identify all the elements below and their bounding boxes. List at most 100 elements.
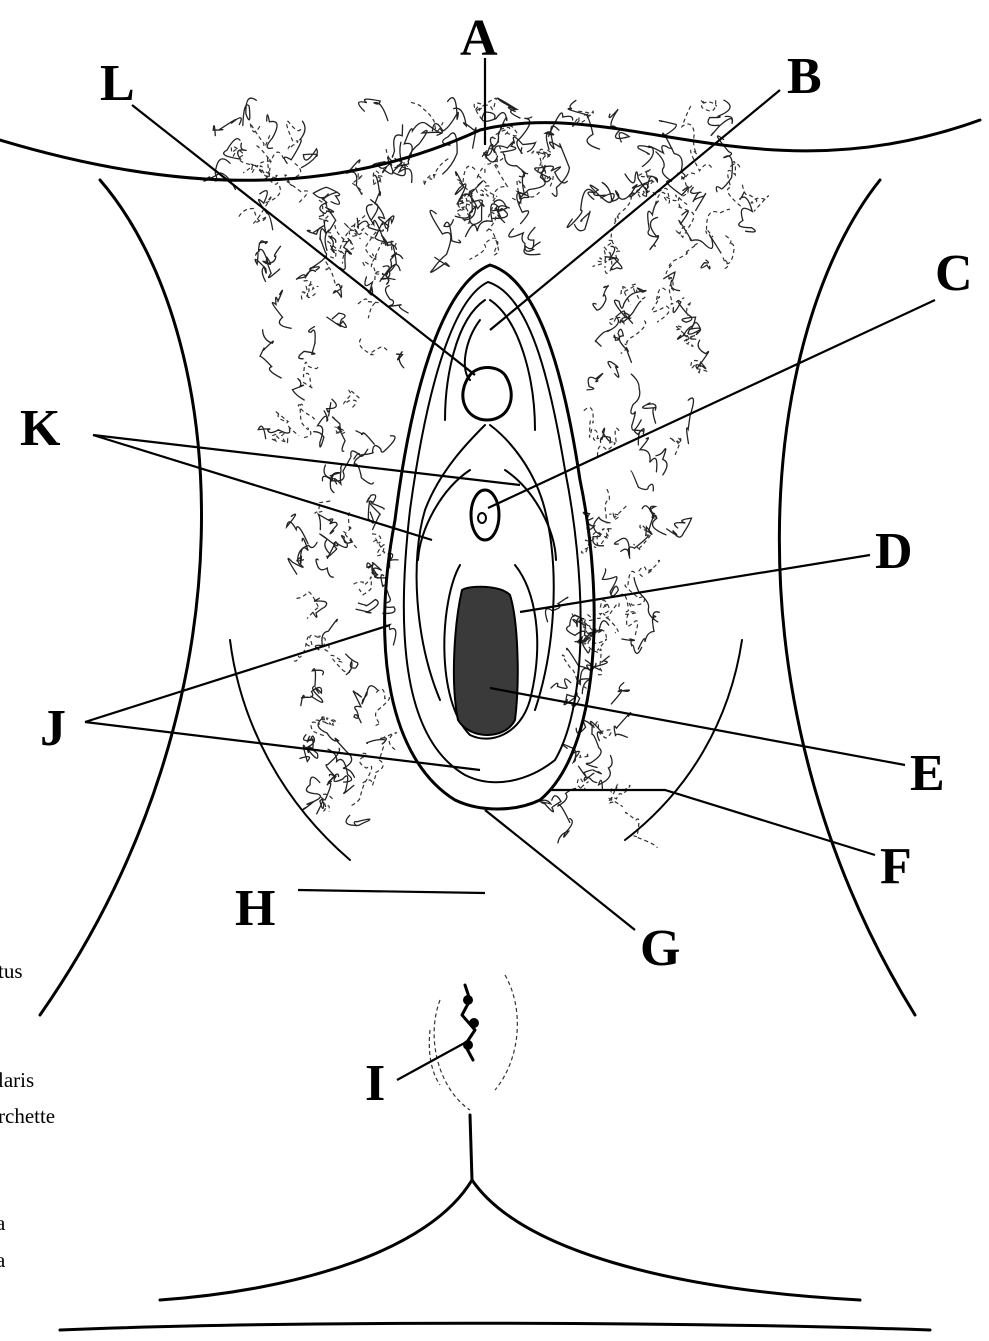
hair-strand: [667, 518, 692, 537]
hair-strand: [311, 718, 336, 736]
hair-strand: [383, 733, 397, 751]
leader-J-upper: [85, 625, 390, 722]
hair-strand: [397, 351, 404, 367]
leader-L: [132, 105, 475, 375]
hair-strand: [311, 669, 323, 703]
hair-strand: [670, 438, 682, 457]
hair-strand: [317, 774, 339, 814]
label-G: G: [640, 920, 680, 977]
hair-strand: [477, 168, 497, 197]
margin-fragment: tus: [0, 959, 23, 983]
hair-strand: [498, 98, 520, 118]
hair-strand: [679, 211, 721, 253]
hair-strand: [577, 778, 588, 790]
hair-strand: [625, 571, 645, 607]
hair-strand: [650, 217, 659, 250]
hair-strand: [648, 146, 672, 154]
hair-strand: [297, 543, 317, 565]
hair-strand: [381, 575, 395, 614]
hair-strand: [490, 138, 515, 153]
hair-strand: [678, 173, 695, 188]
hair-strand: [652, 288, 669, 322]
hair-strand: [239, 196, 272, 224]
label-H: H: [235, 880, 275, 937]
hair-strand: [701, 100, 717, 111]
hair-strand: [666, 244, 697, 286]
hair-strand: [303, 777, 320, 810]
hair-strand: [325, 208, 336, 250]
anus: [429, 975, 517, 1110]
hair-strand: [346, 815, 370, 825]
hair-strand: [667, 278, 684, 305]
hair-strand: [328, 215, 365, 254]
hair-strand: [608, 785, 630, 803]
hair-strand: [444, 220, 461, 243]
hair-strand: [255, 252, 266, 281]
hair-strand: [739, 192, 756, 232]
hair-strand: [304, 281, 319, 290]
hair-strand: [292, 379, 304, 400]
hair-strand: [550, 126, 570, 196]
hair-strand: [628, 515, 656, 558]
hair-strand: [545, 597, 567, 622]
leader-lines: [85, 58, 935, 1080]
hair-strand: [372, 534, 385, 556]
hair-strand: [385, 621, 395, 645]
hair-strand: [260, 330, 281, 378]
hair-strand: [318, 514, 337, 533]
hair-strand: [313, 598, 327, 617]
hair-strand: [517, 165, 545, 204]
hair-strand: [629, 188, 669, 203]
hair-strand: [575, 211, 591, 231]
hair-strand: [470, 212, 499, 259]
hair-strand: [593, 517, 610, 546]
hair-strand: [545, 113, 573, 149]
hair-strand: [631, 471, 653, 491]
hair-strand: [659, 121, 685, 179]
hair-strand: [374, 689, 390, 727]
hair-strand: [243, 146, 271, 173]
hair-strand: [640, 438, 657, 472]
hair-strand: [344, 390, 362, 408]
hair-strand: [691, 187, 706, 210]
hair-strand: [609, 109, 629, 142]
hair-strand: [587, 374, 603, 390]
vaginal-opening: [454, 587, 518, 735]
hair-strand: [614, 713, 630, 738]
hair-strand: [432, 98, 458, 131]
hair-strand: [677, 323, 700, 340]
hair-strand: [579, 766, 602, 776]
hair-strand: [430, 210, 451, 272]
label-E: E: [910, 745, 945, 802]
hair-strand: [307, 736, 318, 758]
hair-strand: [619, 594, 637, 637]
hair-strand: [314, 411, 328, 447]
hair-strand: [631, 374, 641, 430]
hair-strand: [349, 753, 371, 806]
hair-strand: [287, 121, 301, 148]
hair-strand: [701, 260, 710, 269]
leader-B: [490, 90, 780, 330]
hair-strand: [324, 465, 340, 493]
hair-strand: [320, 534, 338, 557]
hair-strand: [706, 209, 730, 237]
leader-D: [520, 555, 870, 612]
hair-strand: [584, 408, 599, 442]
hair-strand: [243, 98, 256, 126]
hair-strand: [638, 146, 653, 167]
hair-strand: [293, 637, 309, 661]
hair-strand: [270, 432, 288, 444]
hair-strand: [259, 241, 271, 264]
hair-strand: [386, 286, 409, 313]
hair-strand: [331, 655, 350, 672]
hair-strand: [297, 592, 320, 619]
leader-I: [397, 1040, 470, 1080]
hair-strand: [727, 162, 742, 208]
hair-strand: [643, 403, 656, 423]
hair-strand: [276, 412, 299, 436]
label-L: L: [100, 55, 135, 112]
label-B: B: [787, 48, 822, 105]
hair-strand: [363, 746, 384, 785]
hair-strand: [605, 246, 622, 269]
